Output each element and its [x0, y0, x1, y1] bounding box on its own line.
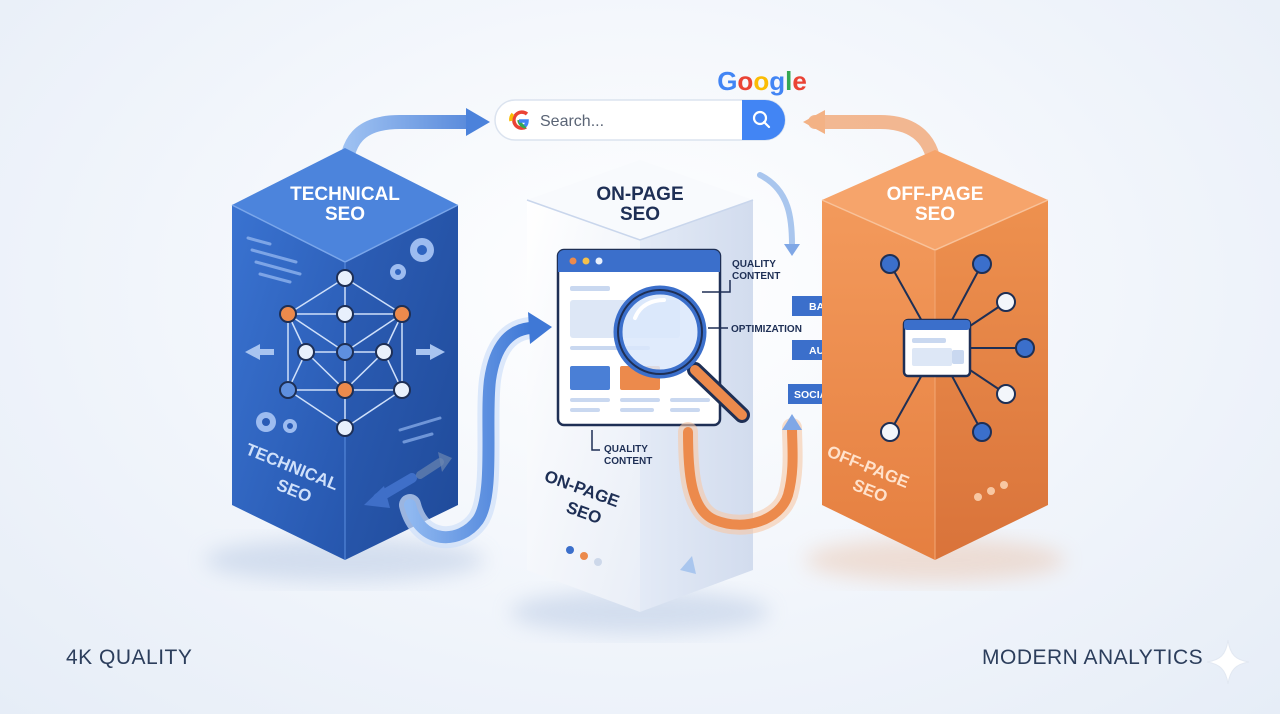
google-g-icon: [509, 110, 529, 130]
onpage-title-line1: ON-PAGE: [596, 184, 683, 205]
search-bar[interactable]: [494, 99, 786, 141]
callout-quality-bottom-line2: CONTENT: [604, 456, 652, 467]
flow-arrow-technical-to-onpage: [364, 312, 552, 549]
flow-arrow-onpage-to-offpage: [678, 414, 803, 574]
technical-title-line1: TECHNICAL: [290, 184, 400, 205]
callout-optimization: OPTIMIZATION: [731, 324, 802, 335]
dots-icon: [974, 481, 1008, 501]
offpage-seo-pillar: OFF-PAGE SEO: [821, 150, 1049, 560]
search-button[interactable]: [742, 100, 785, 140]
search-icon: [752, 110, 771, 129]
technical-title-line2: SEO: [325, 204, 365, 225]
direction-arrows-icon: [245, 344, 445, 360]
sparkle-icon: [1206, 639, 1250, 685]
callout-quality-top-line2: CONTENT: [732, 271, 780, 282]
gear-icon: [256, 238, 434, 433]
onpage-title-line2: SEO: [620, 204, 660, 225]
code-lines-icon: [246, 236, 302, 284]
offpage-title-line1: OFF-PAGE: [887, 184, 984, 205]
offpage-title-line2: SEO: [915, 204, 955, 225]
technical-seo-pillar: TECHNICAL SEO: [231, 148, 459, 560]
flow-arrow-search-to-onpage: [757, 172, 800, 256]
caption-right: MODERN ANALYTICS: [982, 646, 1204, 669]
dots-icon: [566, 546, 602, 566]
magnifier-icon: [613, 285, 750, 423]
callout-lines: [591, 280, 731, 451]
onpage-seo-pillar: ON-PAGE SEO: [526, 160, 802, 612]
search-input[interactable]: Search...: [540, 113, 604, 130]
google-logo: Google: [717, 66, 807, 96]
callout-quality-bottom-line1: QUALITY: [604, 444, 648, 455]
callout-quality-top-line1: QUALITY: [732, 259, 776, 270]
code-lines-icon: [398, 416, 442, 444]
backlink-network-icon: [880, 254, 1035, 442]
caption-left: 4K QUALITY: [66, 646, 193, 669]
network-graph-icon: [279, 269, 411, 437]
google-search-widget: Google Search...: [494, 66, 807, 141]
